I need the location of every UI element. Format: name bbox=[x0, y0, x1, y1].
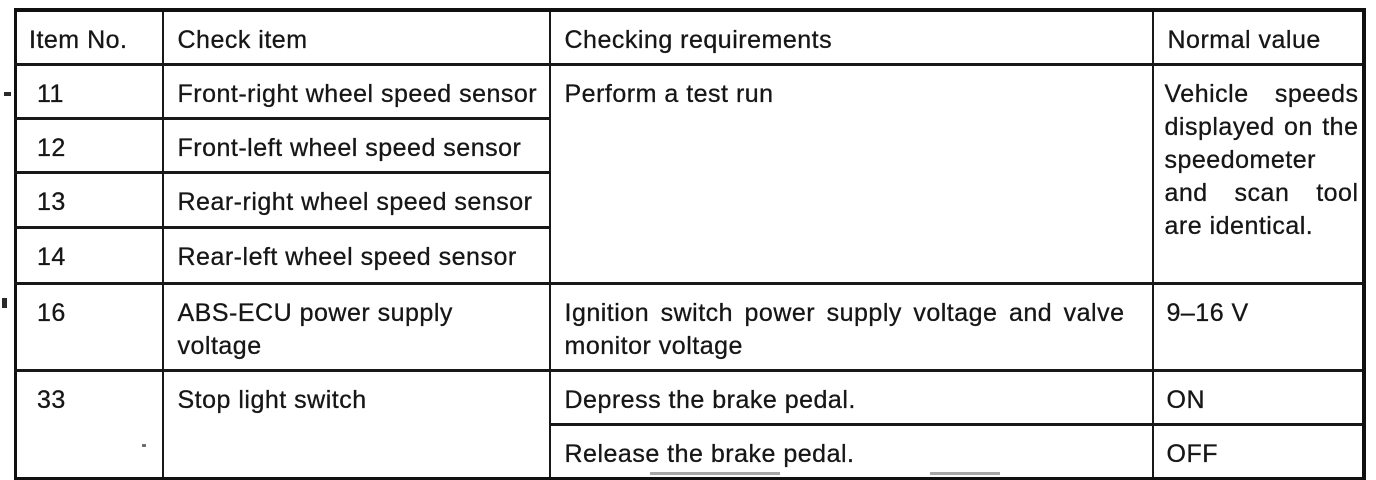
column-header-item-no: Item No. bbox=[14, 8, 164, 66]
column-header-normal-value: Normal value bbox=[1151, 8, 1365, 66]
cell-normal-value: OFF bbox=[1151, 423, 1365, 480]
table-row-item-16: 16 ABS-ECU power supply voltage Ignition… bbox=[14, 282, 1365, 372]
cell-item-no: 33 bbox=[14, 369, 164, 480]
scan-artifact bbox=[4, 92, 11, 96]
table-header-row: Item No. Check item Checking requirement… bbox=[14, 8, 1365, 66]
column-header-check-item: Check item bbox=[161, 8, 551, 66]
table-row-item-12: 12 Front-left wheel speed sensor bbox=[14, 117, 1364, 174]
cell-check-item: Front-left wheel speed sensor bbox=[161, 117, 551, 174]
table-row-item-33-release: Release the brake pedal. OFF bbox=[16, 423, 1365, 480]
cell-check-item: Rear-left wheel speed sensor bbox=[161, 226, 551, 285]
cell-check-item: Rear-right wheel speed sensor bbox=[161, 171, 551, 229]
cell-checking-requirements: Perform a test run bbox=[548, 63, 1154, 285]
cell-item-no: 13 bbox=[14, 171, 164, 229]
checking-requirements-text: Ignition switch power supply voltage and… bbox=[564, 299, 1125, 360]
cell-item-no: 11 bbox=[14, 63, 164, 120]
cell-normal-value: ON bbox=[1151, 369, 1365, 426]
cell-check-item: Stop light switch bbox=[161, 369, 551, 480]
cell-item-no: 12 bbox=[14, 117, 164, 174]
table-row-item-33-depress: 33 Stop light switch Depress the brake p… bbox=[14, 369, 1365, 480]
cell-item-no: 14 bbox=[14, 226, 164, 285]
cell-checking-requirements: Depress the brake pedal. bbox=[548, 369, 1154, 426]
table-row-item-14: 14 Rear-left wheel speed sensor bbox=[14, 226, 1364, 285]
scan-artifact bbox=[142, 444, 146, 447]
scan-artifact bbox=[930, 472, 1000, 475]
cell-checking-requirements: Release the brake pedal. bbox=[548, 423, 1154, 480]
check-item-text: ABS-ECU power supply voltage bbox=[177, 299, 453, 360]
cell-normal-value: 9–16 V bbox=[1151, 282, 1365, 372]
cell-checking-requirements: Ignition switch power supply voltage and… bbox=[548, 282, 1154, 372]
normal-value-text: Vehicle speeds displayed on the speedome… bbox=[1164, 80, 1359, 240]
cell-normal-value: Vehicle speeds displayed on the speedome… bbox=[1151, 63, 1365, 285]
column-header-checking-requirements: Checking requirements bbox=[548, 8, 1154, 66]
abs-check-items-table: Item No. Check item Checking requirement… bbox=[14, 8, 1366, 480]
cell-check-item: Front-right wheel speed sensor bbox=[161, 63, 551, 120]
scan-artifact bbox=[2, 298, 7, 308]
table-row-item-13: 13 Rear-right wheel speed sensor bbox=[14, 171, 1364, 229]
cell-item-no: 16 bbox=[14, 282, 164, 372]
cell-check-item: ABS-ECU power supply voltage bbox=[161, 282, 551, 372]
scan-artifact bbox=[650, 472, 780, 475]
table-row-item-11: 11 Front-right wheel speed sensor Perfor… bbox=[14, 63, 1365, 285]
